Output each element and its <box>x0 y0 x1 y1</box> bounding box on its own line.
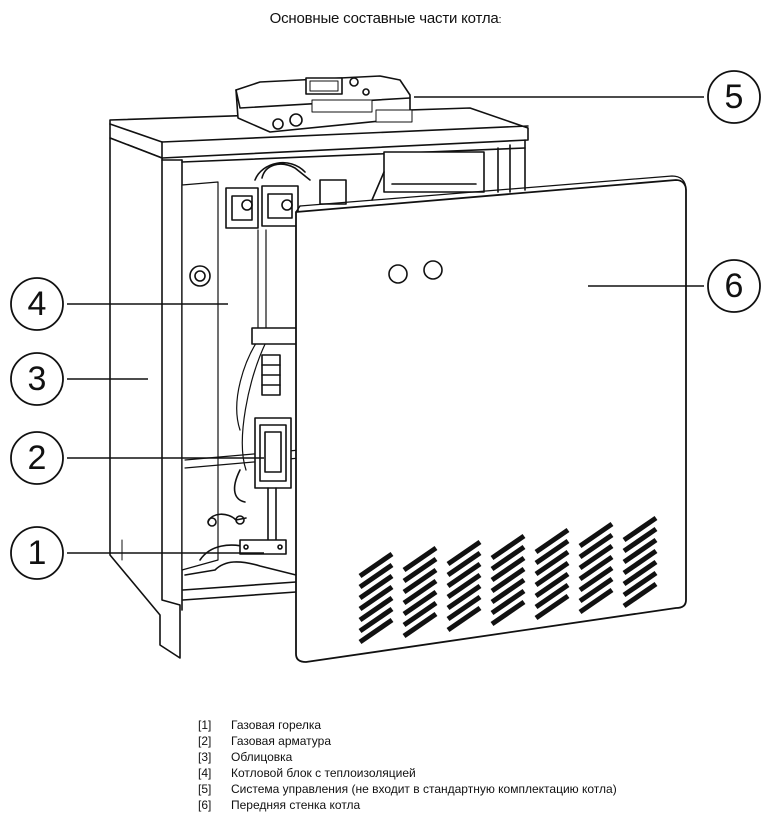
legend-num: [2] <box>198 734 212 748</box>
louvre-slot <box>490 544 526 572</box>
louvre-slot <box>446 583 482 611</box>
louvre-slot <box>358 573 394 601</box>
louvre-slot <box>446 539 482 567</box>
louvre-slot <box>578 576 614 604</box>
louvre-slot <box>622 548 658 576</box>
legend-num: [5] <box>198 782 212 796</box>
louvre-slot <box>490 588 526 616</box>
callout-5-label: 5 <box>725 78 744 116</box>
louvre-slot <box>534 527 570 555</box>
louvre-slot <box>358 595 394 623</box>
louvre-slot <box>402 578 438 606</box>
louvre-slot <box>402 556 438 584</box>
legend: [1] Газовая горелка [2] Газовая арматура [… <box>198 717 617 813</box>
callout-3: 3 <box>10 352 64 406</box>
louvre-slot <box>490 555 526 583</box>
louvre-slot <box>446 605 482 633</box>
callout-4: 4 <box>10 277 64 331</box>
legend-num: [6] <box>198 798 212 812</box>
louvre-slot <box>622 526 658 554</box>
legend-num: [4] <box>198 766 212 780</box>
louvre-slot <box>358 551 394 579</box>
louvre-slot <box>534 593 570 621</box>
louvre-slot <box>622 581 658 609</box>
louvre-slot <box>534 560 570 588</box>
figure-title-suffix: : <box>498 14 502 26</box>
louvre-slot <box>446 594 482 622</box>
legend-num: [3] <box>198 750 212 764</box>
louvre-slot <box>534 582 570 610</box>
legend-text: Система управления (не входит в стандарт… <box>231 782 617 796</box>
louvre-slot <box>578 521 614 549</box>
rear-control-box <box>371 151 485 201</box>
control-system <box>235 75 413 133</box>
louvre-slot <box>490 577 526 605</box>
louvre-slot <box>402 567 438 595</box>
louvre-slot <box>622 559 658 587</box>
legend-row: [4] Котловой блок с теплоизоляцией <box>198 765 617 781</box>
legend-row: [3] Облицовка <box>198 749 617 765</box>
callout-3-label: 3 <box>28 360 47 398</box>
louvre-slot <box>490 533 526 561</box>
louvre-slot <box>402 600 438 628</box>
louvre-slot <box>446 572 482 600</box>
louvre-slot <box>402 589 438 617</box>
louvre-slot <box>446 561 482 589</box>
louvre-slot <box>534 571 570 599</box>
legend-text: Облицовка <box>231 750 293 764</box>
callout-2-label: 2 <box>28 439 47 477</box>
louvre-slot <box>358 617 394 645</box>
legend-text: Передняя стенка котла <box>231 798 361 812</box>
louvre-slot <box>402 611 438 639</box>
callout-5: 5 <box>707 70 761 124</box>
louvre-slot <box>402 545 438 573</box>
callout-1: 1 <box>10 526 64 580</box>
louvre-slot <box>446 550 482 578</box>
legend-row: [1] Газовая горелка <box>198 717 617 733</box>
louvre-slot <box>534 538 570 566</box>
electric-connectors <box>225 162 347 229</box>
callout-6-label: 6 <box>725 267 744 305</box>
louvre-slot <box>358 584 394 612</box>
figure-title: Основные составные части котла: <box>269 10 502 27</box>
louvre-slot <box>358 562 394 590</box>
louvre-slot <box>578 543 614 571</box>
boiler-block <box>181 181 301 571</box>
legend-num: [1] <box>198 718 212 732</box>
louvre-slot <box>490 599 526 627</box>
gas-burner <box>182 539 297 601</box>
casing-side-panel <box>109 137 183 659</box>
legend-row: [6] Передняя стенка котла <box>198 797 617 813</box>
louvre-slot <box>578 587 614 615</box>
louvre-slot <box>490 566 526 594</box>
louvre-slot <box>578 532 614 560</box>
legend-row: [5] Система управления (не входит в станд… <box>198 781 617 797</box>
callout-4-label: 4 <box>28 285 47 323</box>
louvre-slot <box>578 565 614 593</box>
louvre-slot <box>358 606 394 634</box>
gas-fittings <box>207 229 299 541</box>
callout-6: 6 <box>707 259 761 313</box>
louvre-slot <box>622 537 658 565</box>
callout-1-label: 1 <box>28 534 47 572</box>
legend-text: Газовая горелка <box>231 718 322 732</box>
callout-2: 2 <box>10 431 64 485</box>
louvre-slot <box>578 554 614 582</box>
front-panel-louvres <box>358 515 658 645</box>
legend-row: [2] Газовая арматура <box>198 733 617 749</box>
legend-text: Газовая арматура <box>231 734 332 748</box>
louvre-slot <box>622 515 658 543</box>
legend-text: Котловой блок с теплоизоляцией <box>231 766 416 780</box>
louvre-slot <box>622 570 658 598</box>
louvre-slot <box>534 549 570 577</box>
